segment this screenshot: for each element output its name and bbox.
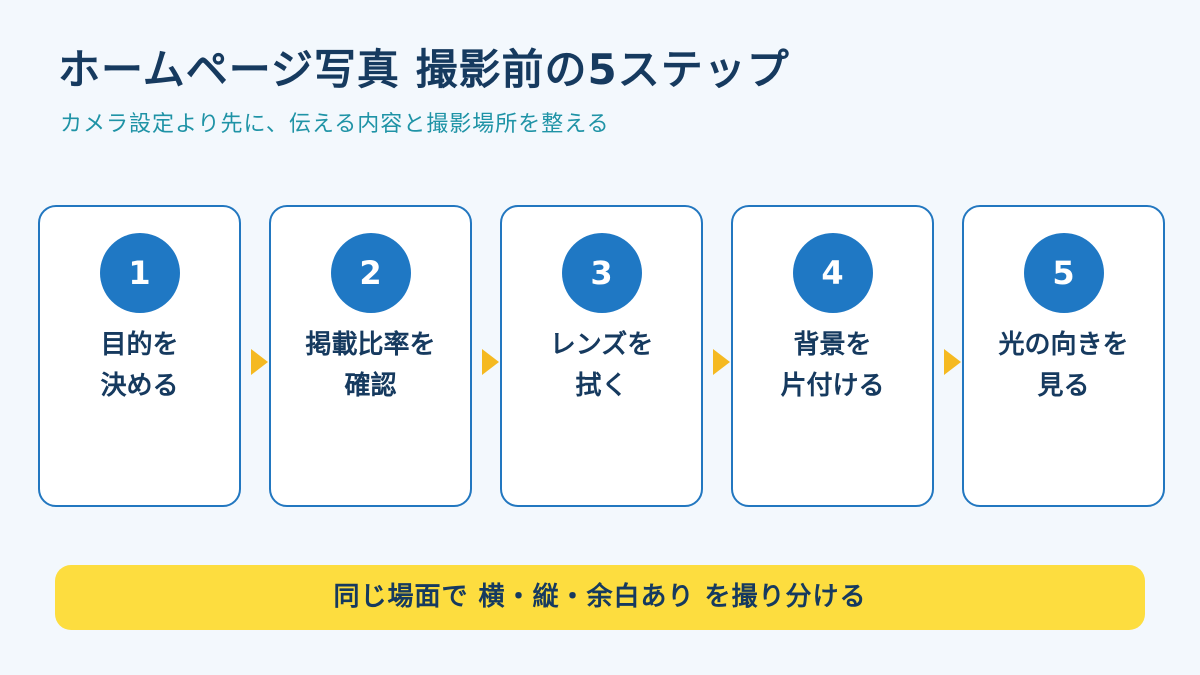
step-card-5: 5 光の向きを 見る — [962, 205, 1165, 507]
step-card-2: 2 掲載比率を 確認 — [269, 205, 472, 507]
step-label: 背景を 片付ける — [741, 325, 924, 407]
step-label-line: 掲載比率を — [305, 330, 436, 360]
step-label-line: 目的を — [100, 330, 179, 360]
step-card-1: 1 目的を 決める — [38, 205, 241, 507]
step-number-badge: 2 — [330, 233, 411, 313]
step-label-line: 決める — [100, 371, 179, 401]
step-card-3: 3 レンズを 拭く — [500, 205, 703, 507]
step-number-badge: 4 — [792, 233, 873, 313]
step-label-line: 光の向きを — [998, 330, 1129, 360]
summary-banner: 同じ場面で 横・縦・余白あり を撮り分ける — [55, 565, 1145, 630]
page-title: ホームページ写真 撮影前の5ステップ — [58, 45, 790, 94]
step-label: レンズを 拭く — [510, 325, 693, 407]
step-label-line: 拭く — [575, 371, 628, 401]
step-label: 掲載比率を 確認 — [279, 325, 462, 407]
step-label-line: 片付ける — [780, 371, 885, 401]
step-label: 光の向きを 見る — [972, 325, 1155, 407]
step-label-line: 背景を — [793, 330, 872, 360]
step-card-4: 4 背景を 片付ける — [731, 205, 934, 507]
step-number-badge: 3 — [561, 233, 642, 313]
step-label-line: 確認 — [344, 371, 397, 401]
triangle-right-icon — [713, 349, 730, 375]
step-number-badge: 5 — [1023, 233, 1104, 313]
steps-flow: 1 目的を 決める 2 掲載比率を 確認 3 レンズを 拭く 4 背景を 片付け… — [38, 205, 1172, 511]
triangle-right-icon — [482, 349, 499, 375]
step-label-line: 見る — [1037, 371, 1090, 401]
step-label-line: レンズを — [549, 330, 654, 360]
triangle-right-icon — [251, 349, 268, 375]
page-subtitle: カメラ設定より先に、伝える内容と撮影場所を整える — [60, 112, 610, 137]
step-label: 目的を 決める — [48, 325, 231, 407]
step-number-badge: 1 — [99, 233, 180, 313]
triangle-right-icon — [944, 349, 961, 375]
